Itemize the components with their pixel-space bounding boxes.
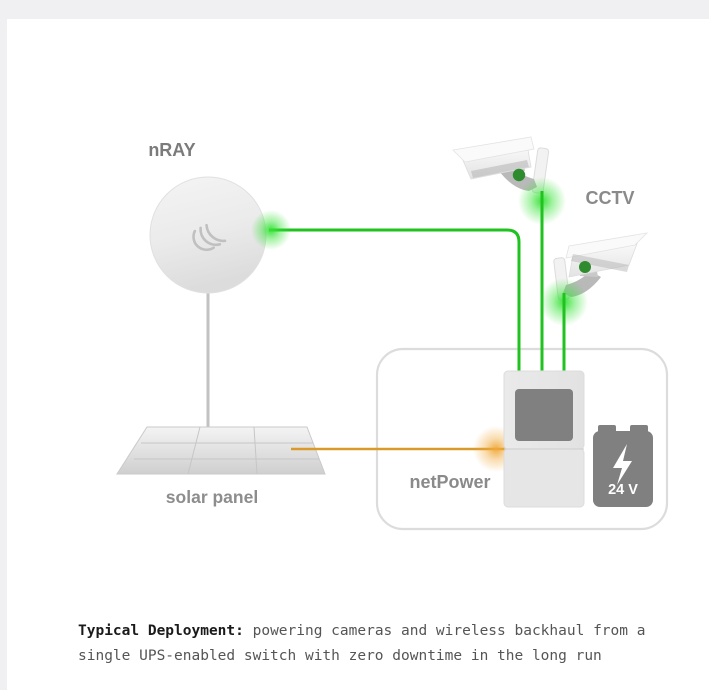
cctv-camera-lower [540, 232, 649, 326]
netpower-switch [503, 370, 585, 508]
cctv-camera-upper [452, 136, 566, 225]
camera-lower-lens [579, 261, 591, 273]
signal-waves-icon [192, 223, 227, 252]
content-card: solar panel nRAY [7, 19, 709, 690]
lightning-bolt-icon [613, 444, 632, 485]
battery-voltage-label: 24 V [608, 482, 638, 498]
ups-battery: 24 V [593, 425, 653, 507]
camera-upper-lens [512, 168, 526, 182]
caption-strong: Typical Deployment: [78, 623, 244, 639]
deployment-diagram: solar panel nRAY [7, 19, 709, 579]
diagram-canvas: solar panel nRAY [116, 136, 669, 531]
nray-device [149, 176, 267, 294]
solar-panel-label: solar panel [166, 487, 258, 507]
nray-label: nRAY [148, 140, 195, 160]
solar-panel [116, 426, 326, 475]
cctv-label: CCTV [586, 188, 635, 208]
camera-lower-sunshade [565, 232, 649, 259]
netpower-label: netPower [409, 472, 490, 492]
outdoor-enclosure [375, 347, 669, 531]
camera-upper-sunshade [452, 136, 535, 163]
caption: Typical Deployment: powering cameras and… [78, 619, 698, 669]
nray-link-glow [251, 210, 291, 250]
netpower-display [515, 389, 573, 441]
caption-rest: powering cameras and wireless backhaul f… [78, 623, 646, 664]
link-nray-to-switch [269, 228, 521, 371]
